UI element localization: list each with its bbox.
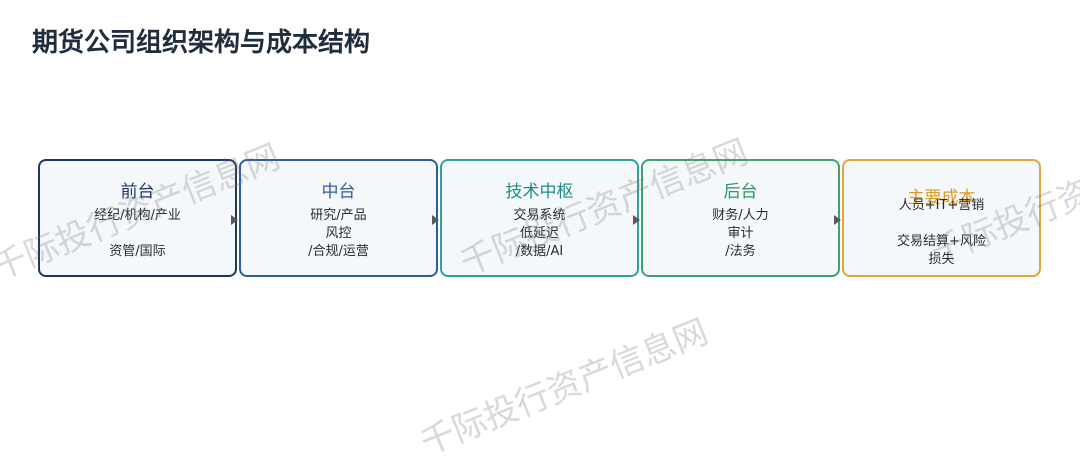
box-line: /法务 (725, 244, 756, 259)
box-heading: 主要成本 (907, 188, 976, 208)
org-flow-diagram: 前台 经纪/机构/产业 资管/国际 中台 研究/产品 风控 /合规/运营 技术中… (38, 159, 1043, 281)
watermark-text: 千际投行资产信息网 (414, 311, 714, 464)
box-line (40, 225, 235, 243)
box-line: 交易结算+风险 (897, 234, 986, 249)
box-heading: 前台 (120, 182, 155, 202)
box-line: 经纪/机构/产业 (94, 208, 181, 223)
arrow-right-icon (834, 215, 841, 225)
box-tech-hub: 技术中枢 交易系统 低延迟 /数据/AI (440, 159, 639, 277)
box-line: 资管/国际 (109, 244, 166, 259)
box-heading: 中台 (321, 182, 356, 202)
box-line: /数据/AI (515, 244, 564, 259)
box-main-costs: 主要成本 人员+IT+营销 交易结算+风险 损失 (842, 159, 1041, 277)
box-heading: 技术中枢 (505, 182, 574, 202)
box-line (844, 215, 1039, 233)
box-line: 损失 (928, 252, 955, 267)
arrow-right-icon (432, 215, 439, 225)
box-front-office: 前台 经纪/机构/产业 资管/国际 (38, 159, 237, 277)
box-heading: 后台 (723, 182, 758, 202)
arrow-right-icon (231, 215, 238, 225)
box-back-office: 后台 财务/人力 审计 /法务 (641, 159, 840, 277)
box-line: 人员+IT+营销 (898, 198, 985, 213)
box-line: 研究/产品 (310, 208, 367, 223)
box-middle-office: 中台 研究/产品 风控 /合规/运营 (239, 159, 438, 277)
box-line: 风控 (325, 226, 352, 241)
page-title: 期货公司组织架构与成本结构 (32, 28, 371, 58)
arrow-right-icon (633, 215, 640, 225)
box-line: 审计 (727, 226, 754, 241)
box-line: 低延迟 (519, 226, 559, 241)
box-line: /合规/运营 (308, 244, 369, 259)
box-line: 财务/人力 (712, 208, 769, 223)
box-line: 交易系统 (513, 208, 566, 223)
